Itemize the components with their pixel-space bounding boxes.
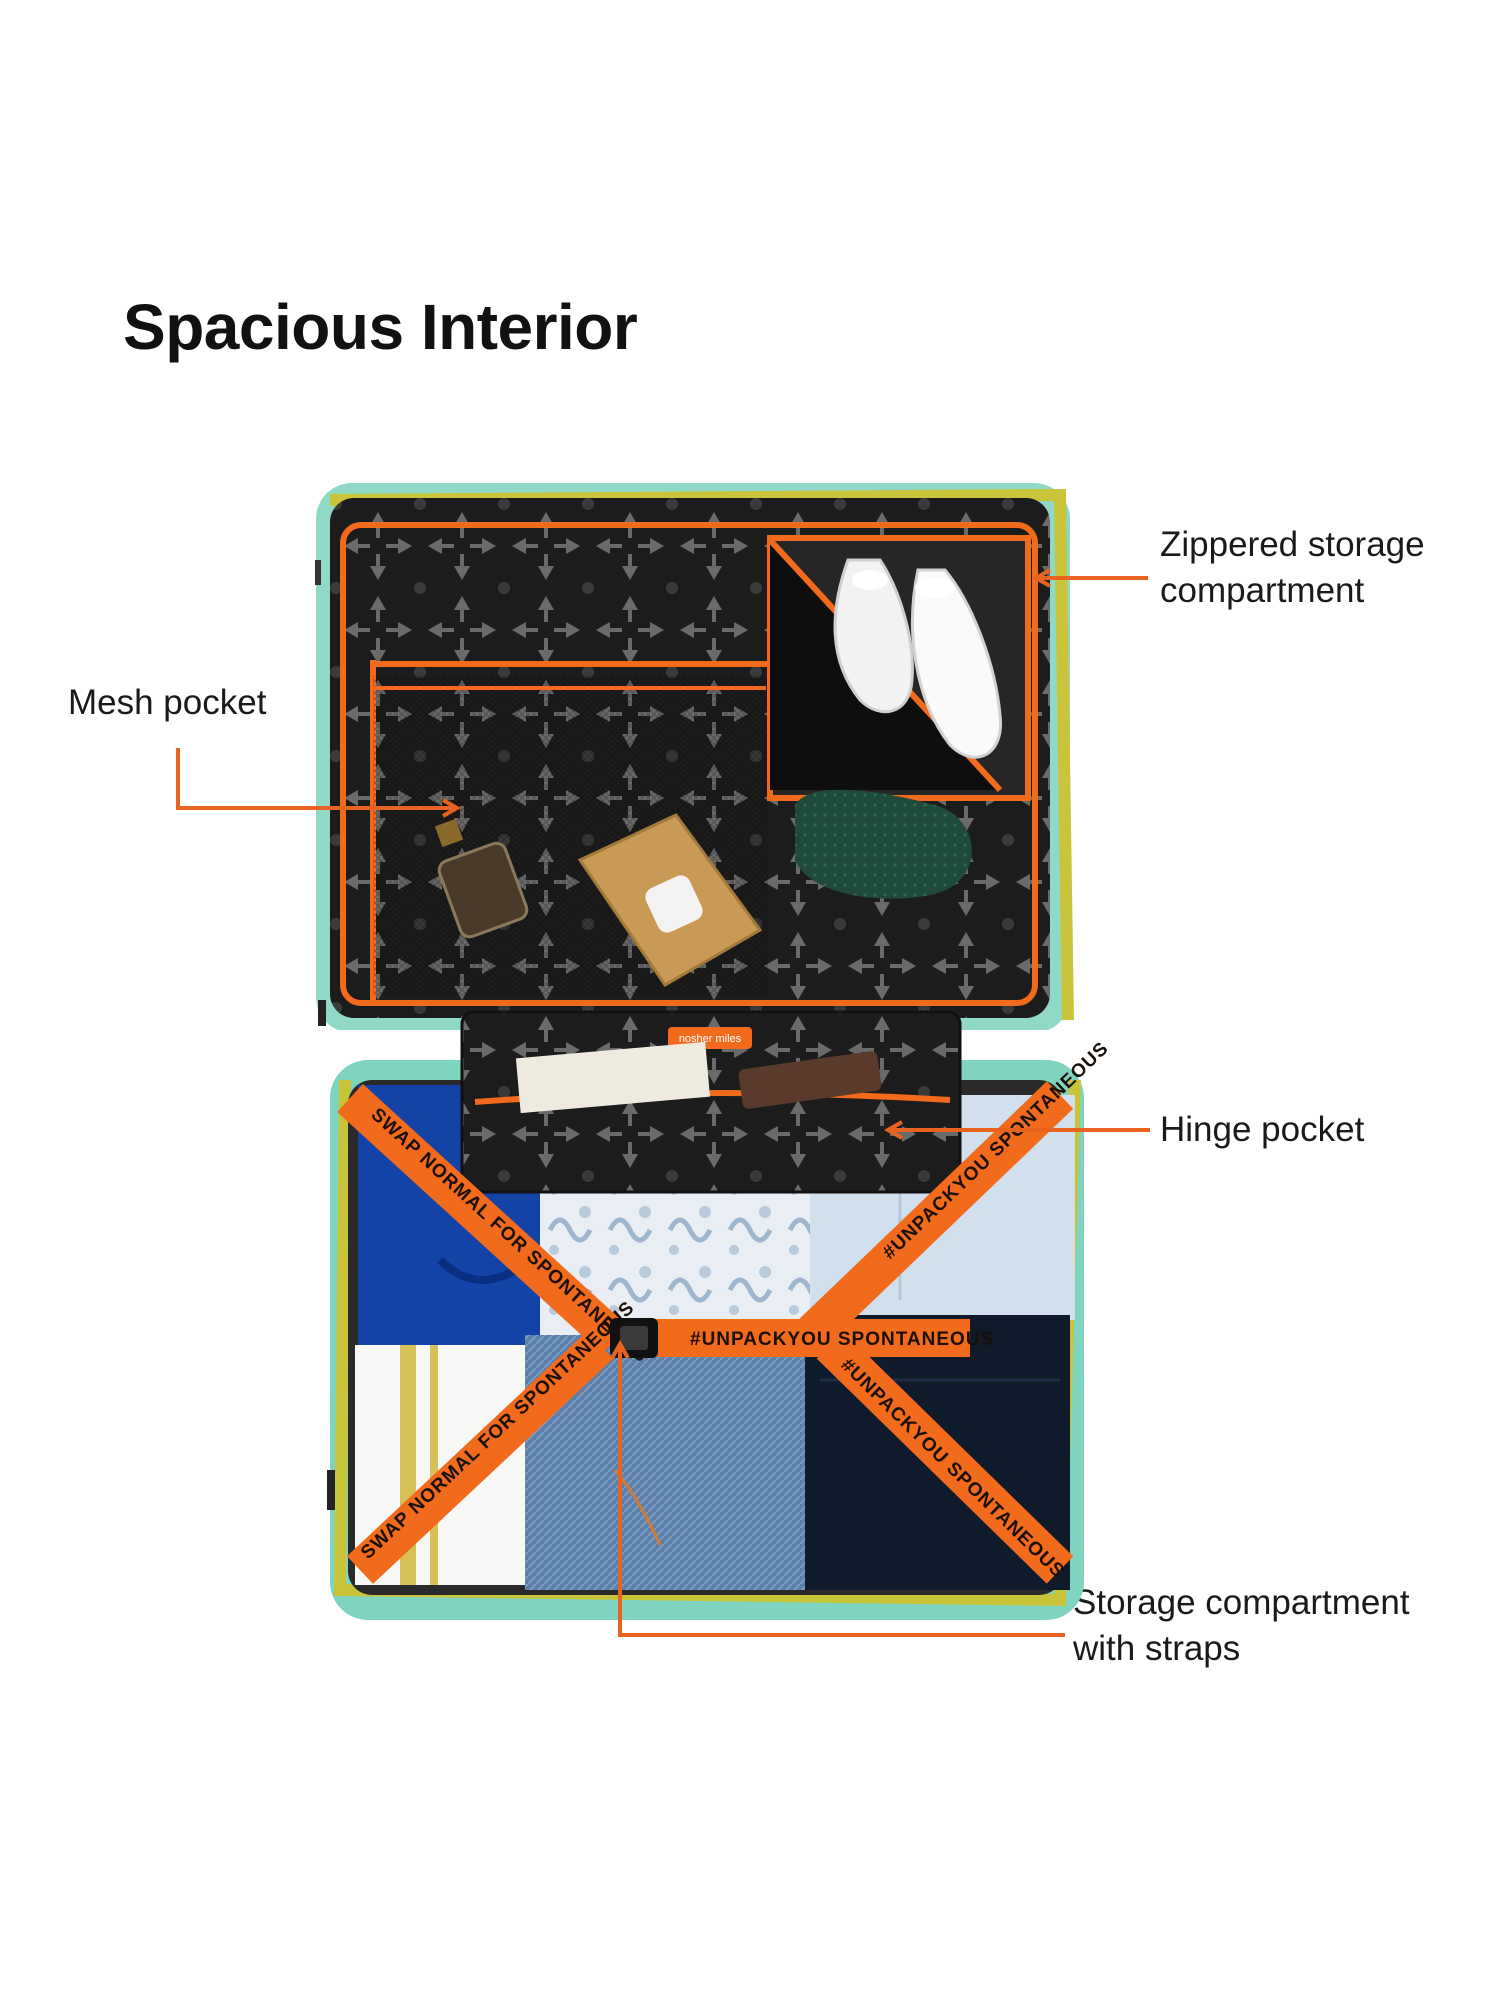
- suitcase-base: nosher miles SWAP NORMAL FOR SPONTANEOUS…: [327, 1010, 1113, 1620]
- wipes-packet: [577, 813, 763, 987]
- lid-zipper: [340, 522, 1038, 1006]
- strap-diagonal-c: [816, 1331, 1074, 1584]
- sneakers: [833, 558, 1003, 759]
- straps-arrowhead: [610, 1339, 630, 1359]
- zippered-compartment: [767, 535, 1031, 801]
- brand-tag: nosher miles: [679, 1033, 742, 1045]
- hinge-pocket: nosher miles: [460, 1010, 962, 1194]
- callout-lines: [176, 568, 1150, 1637]
- mesh-callout-line: [176, 748, 455, 810]
- strap-text-horizontal: #UNPACKYOU SPONTANEOUS: [690, 1329, 994, 1350]
- straps-callout-line: [618, 1345, 1065, 1637]
- zippered-label-line2: compartment: [1160, 570, 1365, 610]
- hinge-arrowhead: [883, 1120, 903, 1140]
- zippered-compartment-label: Zippered storage compartment: [1160, 522, 1425, 613]
- strap-label-line2: with straps: [1073, 1628, 1241, 1668]
- mesh-arrowhead: [442, 798, 462, 818]
- perfume-bottle: [434, 818, 529, 939]
- zippered-label-line1: Zippered storage: [1160, 525, 1425, 564]
- hinge-label-line1: Hinge pocket: [1160, 1110, 1365, 1149]
- eye-mask: [795, 789, 972, 899]
- suitcase-lid: [315, 483, 1074, 1033]
- strap-diagonal-a: [337, 1083, 628, 1355]
- hinge-pocket-label: Hinge pocket: [1160, 1107, 1364, 1153]
- page-title: Spacious Interior: [123, 291, 638, 363]
- strap-diagonal-b: [796, 1081, 1074, 1349]
- strap-compartment-label: Storage compartment with straps: [1073, 1580, 1410, 1671]
- mesh-label-line1: Mesh pocket: [68, 683, 267, 722]
- zippered-arrowhead: [1031, 568, 1051, 588]
- mesh-pocket-label: Mesh pocket: [68, 680, 266, 726]
- strap-diagonal-d: [347, 1331, 613, 1584]
- strap-label-line1: Storage compartment: [1073, 1583, 1410, 1622]
